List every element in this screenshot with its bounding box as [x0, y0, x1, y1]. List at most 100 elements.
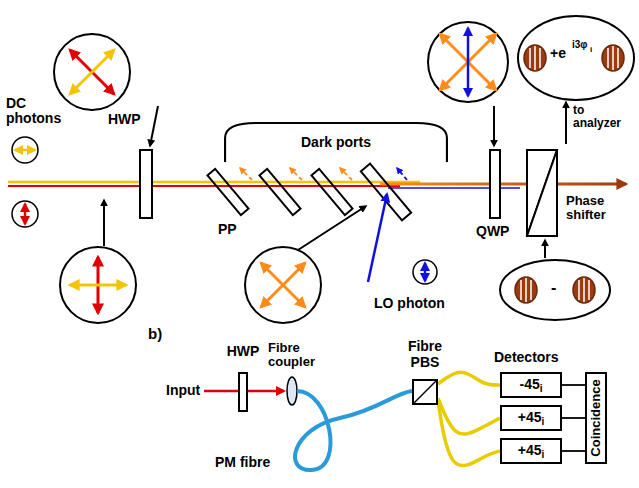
- component-label: HWP: [108, 112, 141, 127]
- quarter-wave-plate: [490, 150, 500, 218]
- polarization-circle: [245, 206, 366, 323]
- phase-shifter-wedges: [527, 150, 557, 236]
- input-polarization-icons: [24, 204, 27, 224]
- component-label: PM fibre: [215, 455, 270, 470]
- beam-splitter-cube: [412, 379, 438, 405]
- quarter-wave-plate: [467, 28, 470, 96]
- wave-plate: [238, 372, 248, 412]
- polarization-circle: [60, 247, 136, 323]
- signal-wire: [562, 417, 585, 419]
- polarizing-plates: [207, 169, 248, 215]
- detector-label: i: [540, 383, 543, 394]
- dark-port-arrows: [240, 168, 252, 180]
- polarization-circle: [60, 200, 136, 323]
- intermediate-state: [573, 277, 595, 303]
- dark-port-arrows: [397, 168, 407, 180]
- node-label: HWP: [227, 343, 260, 359]
- polarization-circle: [70, 50, 114, 94]
- quarter-wave-plate: [428, 22, 508, 218]
- label: DC photons: [6, 96, 68, 127]
- component-label: PP: [218, 222, 237, 237]
- polarization-circle: [298, 206, 366, 250]
- label: to analyzer: [573, 104, 635, 130]
- node-label: Fibre PBS: [408, 338, 442, 370]
- node-label: Dark ports: [301, 134, 371, 150]
- local-oscillator: [368, 194, 437, 284]
- detector-label: -45: [519, 376, 539, 392]
- half-wave-plate: [140, 150, 152, 218]
- polarizing-plates: [311, 169, 352, 215]
- output-state: [602, 45, 624, 71]
- component-label: Phase shifter: [566, 194, 634, 223]
- polarization-circle: [261, 263, 305, 307]
- fibre-input: [295, 391, 412, 470]
- local-oscillator: [413, 260, 437, 284]
- polarizing-plates: [361, 164, 411, 221]
- cube-diagonal: [413, 380, 437, 404]
- fibre-pbs: Fibre PBS: [396, 338, 454, 405]
- output-state: [518, 16, 634, 100]
- detector-box: +45i: [500, 438, 562, 464]
- state-term: -: [551, 279, 556, 297]
- state-term: +e: [550, 46, 566, 61]
- input-polarization-icons: [12, 137, 38, 163]
- label: Detectors: [494, 350, 559, 365]
- polarizing-plates: [259, 169, 300, 215]
- phase-shifter-wedges: [527, 150, 557, 236]
- output-state: [518, 16, 634, 144]
- band-outline: [225, 123, 447, 162]
- state-exponent: i3φ: [572, 39, 588, 50]
- output-state: [524, 45, 546, 71]
- cube-outline: [413, 380, 437, 404]
- intermediate-state: [515, 277, 537, 303]
- local-oscillator: [424, 263, 427, 281]
- polarization-circle: [54, 34, 130, 110]
- component-label: QWP: [476, 224, 509, 239]
- fibre-input: [204, 377, 412, 470]
- detector-label: i: [541, 416, 544, 427]
- half-wave-plate: HWP: [224, 343, 262, 412]
- input-polarization-icons: [15, 149, 35, 152]
- local-oscillator: [368, 194, 387, 282]
- signal-wire: [562, 384, 585, 386]
- label: Input: [166, 383, 200, 398]
- polarization-circle: [54, 34, 158, 146]
- fibre: [438, 401, 500, 466]
- signal-wire: [562, 450, 585, 452]
- polarization-circle: [103, 200, 105, 246]
- dark-port-arrows: [240, 168, 407, 180]
- input-polarization-icons: [12, 137, 38, 227]
- component-label: Fibre coupler: [268, 341, 330, 370]
- state-subscript: i: [590, 46, 592, 55]
- input-polarization-icons: [12, 201, 38, 227]
- beam: [8, 185, 400, 187]
- intermediate-state: [500, 260, 610, 320]
- beam: [380, 183, 626, 186]
- fibre: [438, 398, 500, 434]
- node-label: Coincidence: [588, 379, 603, 456]
- half-wave-plate: [140, 150, 152, 218]
- output-state: [565, 102, 567, 144]
- polarization-circle: [70, 284, 126, 287]
- dark-port-arrows: [340, 168, 352, 180]
- intermediate-state: [544, 240, 546, 258]
- intermediate-state: [500, 240, 610, 320]
- phase-shifter-wedges: [527, 150, 557, 236]
- fibre-input: [287, 377, 297, 405]
- detector-box: -45i: [500, 372, 562, 398]
- polarizing-plates: [207, 164, 411, 221]
- polarization-circle: [245, 247, 321, 323]
- detector-label: i: [541, 449, 544, 460]
- dark-ports-band: Dark ports: [224, 122, 448, 162]
- polarization-circle: [70, 50, 114, 94]
- dark-port-arrows: [290, 168, 302, 180]
- detector-label: +45: [518, 442, 542, 458]
- panel-label: b): [148, 326, 162, 343]
- component-label: LO photon: [374, 296, 445, 311]
- coincidence-box: Coincidence: [585, 372, 607, 464]
- detector-label: +45: [518, 409, 542, 425]
- quarter-wave-plate: [428, 22, 508, 102]
- quarter-wave-plate: [493, 106, 495, 146]
- polarization-circle: [150, 106, 158, 146]
